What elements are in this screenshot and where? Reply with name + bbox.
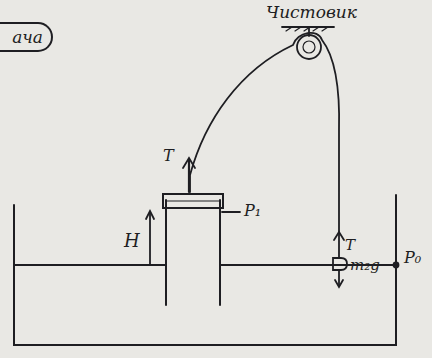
pulley [297, 35, 321, 59]
label: T [163, 148, 174, 164]
liquid-surface [14, 264, 165, 266]
arrowhead [334, 232, 344, 240]
arrowhead [183, 158, 195, 168]
tube-wall [165, 200, 167, 305]
label: T [345, 238, 355, 253]
mass [333, 258, 347, 270]
piston [163, 194, 223, 208]
tube-wall [219, 200, 221, 305]
rope [190, 33, 339, 258]
point [394, 263, 399, 268]
weight-arrow [338, 270, 340, 286]
label: P₁ [244, 203, 261, 219]
arrowhead [146, 211, 154, 219]
tension-arrow [188, 160, 190, 192]
label: H [124, 232, 140, 250]
vessel [14, 195, 396, 345]
label: Чистовик [266, 4, 357, 21]
box-text: ача [12, 27, 43, 47]
label: P₀ [404, 250, 421, 266]
leader-line [222, 211, 240, 213]
task-box: ача [0, 22, 53, 52]
hatching [286, 27, 328, 31]
piston-line [166, 200, 220, 201]
pulley-axle [303, 41, 315, 53]
label: m₂g [350, 258, 380, 273]
arrowhead [335, 280, 343, 287]
dimension-line [149, 212, 151, 264]
